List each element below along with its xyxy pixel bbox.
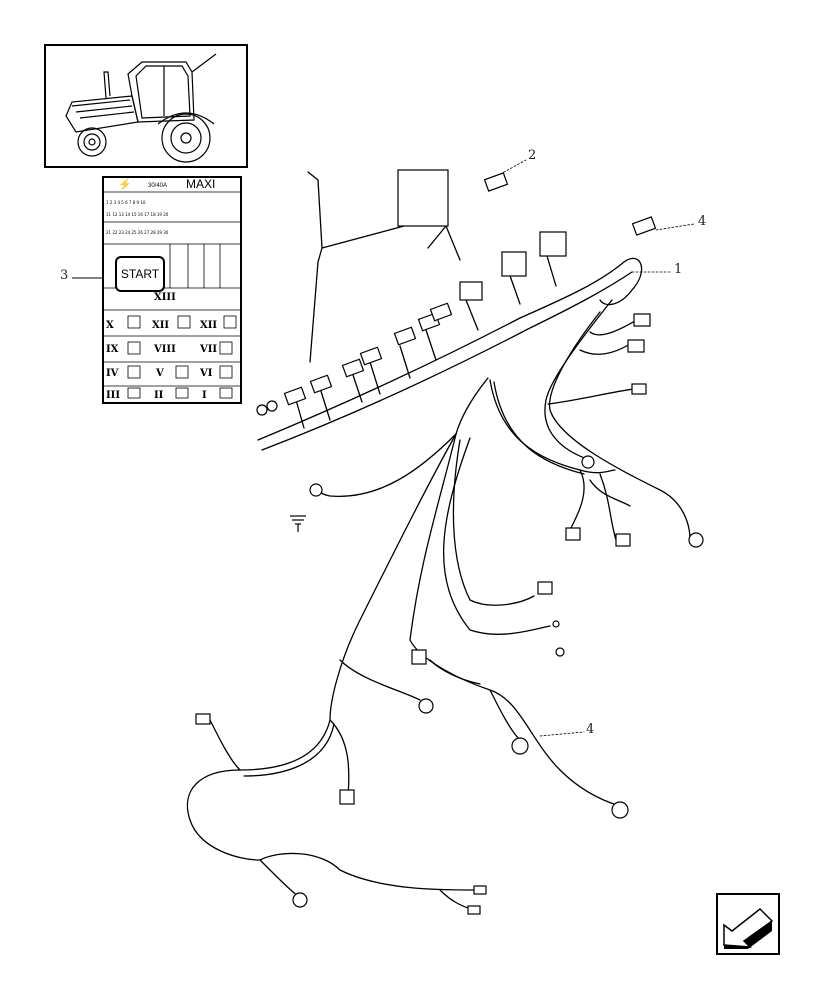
amp-label: 30/40A <box>148 183 168 189</box>
roman-numeral: VII <box>200 344 218 355</box>
maxi-label: MAXI <box>186 177 216 191</box>
lightning-icon: ⚡ <box>118 178 132 191</box>
roman-numeral: X <box>106 320 114 331</box>
roman-numeral: XII <box>152 320 170 331</box>
fuse-grid: 1 2 3 4 5 6 7 8 9 10 11 12 13 14 15 16 1… <box>104 191 240 399</box>
svg-text:11 12 13 14 15 16 17 18 19 20: 11 12 13 14 15 16 17 18 19 20 <box>106 212 169 217</box>
svg-text:1 2 3 4 5 6 7 8 9 10: 1 2 3 4 5 6 7 8 9 10 <box>106 200 146 205</box>
ground-icon <box>290 515 306 532</box>
leader-3 <box>72 277 104 279</box>
roman-numeral: IV <box>106 368 119 379</box>
callout-4: 4 <box>698 214 707 229</box>
arrow-back-icon <box>723 907 774 949</box>
tractor-thumbnail <box>44 44 248 168</box>
roman-numeral: II <box>154 390 164 401</box>
roman-numeral: VI <box>200 368 213 379</box>
callout-2: 2 <box>528 148 537 163</box>
roman-numeral: I <box>202 390 207 401</box>
roman-numeral: XIII <box>154 292 176 303</box>
callout-3: 3 <box>60 268 69 283</box>
start-relay-label: START <box>115 256 165 292</box>
roman-numeral: XII <box>200 320 218 331</box>
svg-text:21 22 23 24 25 26 27 28 29 30: 21 22 23 24 25 26 27 28 29 30 <box>106 230 169 235</box>
callout-1: 1 <box>674 262 683 277</box>
tractor-icon <box>65 53 217 163</box>
roman-numeral: VIII <box>154 344 176 355</box>
callout-4: 4 <box>586 722 595 737</box>
roman-numeral: III <box>106 390 121 401</box>
roman-numeral: IX <box>106 344 119 355</box>
back-navigation-button[interactable] <box>716 893 780 955</box>
roman-numeral: V <box>156 368 164 379</box>
